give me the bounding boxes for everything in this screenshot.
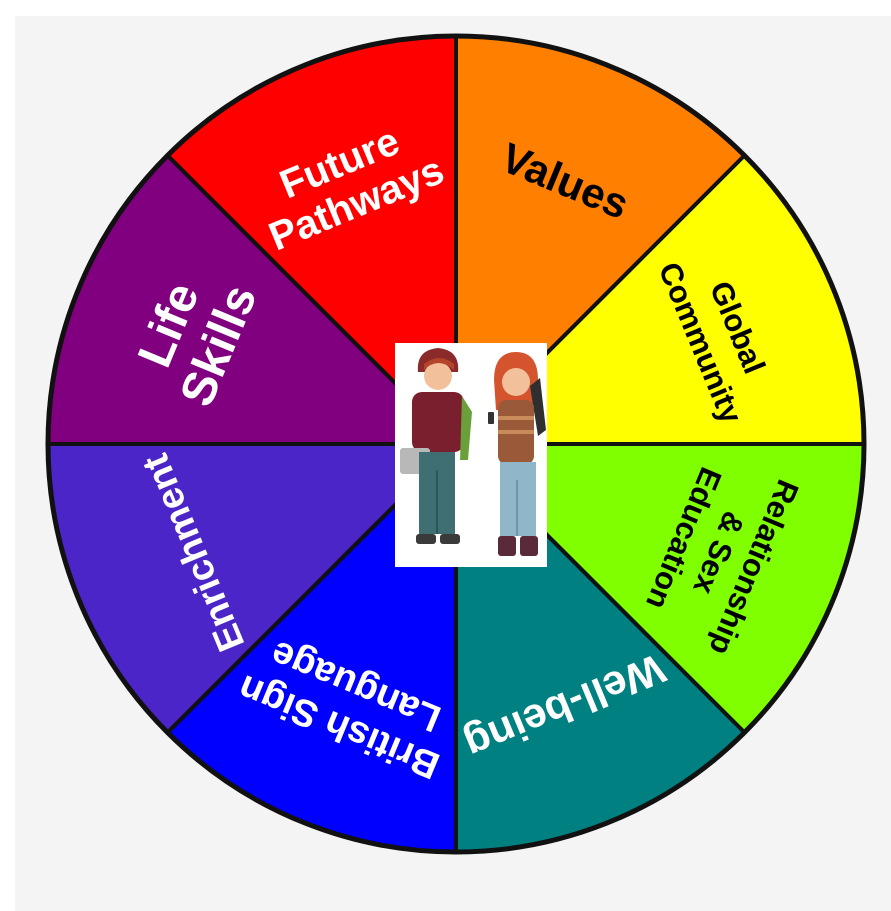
wheel-rim — [45, 33, 867, 855]
boy-figure — [400, 348, 472, 544]
girl-figure — [488, 352, 546, 556]
students-illustration — [395, 343, 547, 567]
